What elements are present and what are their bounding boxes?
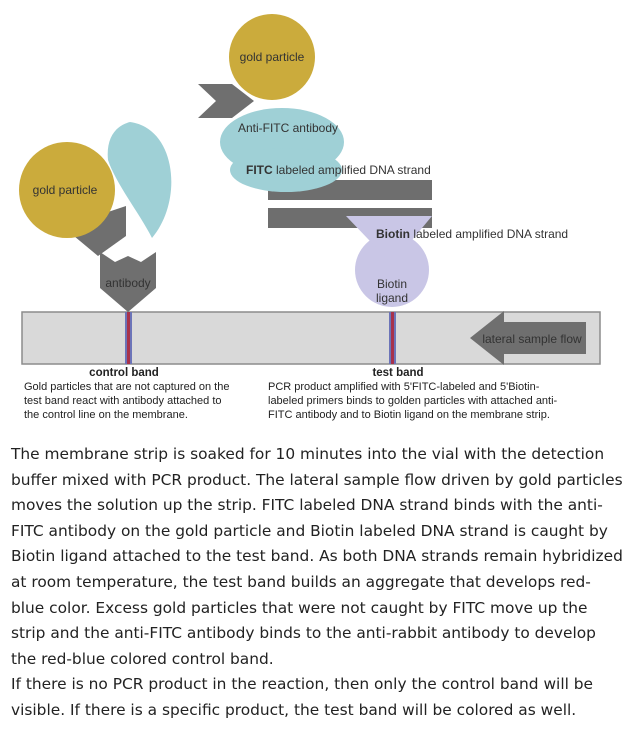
biotin-strand-label-rest: labeled amplified DNA strand xyxy=(410,227,568,241)
antibody-arrow-icon xyxy=(100,252,156,312)
control-band-line xyxy=(125,312,132,364)
biotin-strand-label-bold: Biotin xyxy=(376,227,410,241)
gold-particle-top xyxy=(229,14,315,100)
biotin-ligand-label-line1: Biotin xyxy=(377,277,407,291)
description-paragraph-1: The membrane strip is soaked for 10 minu… xyxy=(11,445,623,668)
test-band-title: test band xyxy=(372,367,423,379)
test-band-desc-line3: FITC antibody and to Biotin ligand on th… xyxy=(268,409,550,421)
control-band-title: control band xyxy=(89,367,159,379)
biotin-ligand-label-line2: ligand xyxy=(376,291,408,305)
test-band-line xyxy=(389,312,396,364)
biotin-strand-label: Biotin labeled amplified DNA strand xyxy=(376,227,568,241)
diagram-svg: lateral sample flow antibody gold partic… xyxy=(19,14,601,421)
fitc-strand-label: FITC labeled amplified DNA strand xyxy=(246,163,431,177)
biotin-label-triangle xyxy=(346,216,432,264)
fitc-strand-label-bold: FITC xyxy=(246,163,273,177)
test-band-desc-line2: labeled primers binds to golden particle… xyxy=(268,395,558,407)
lateral-sample-flow-label: lateral sample flow xyxy=(482,332,582,346)
fitc-label-ellipse xyxy=(230,148,342,192)
control-band-desc-line1: Gold particles that are not captured on … xyxy=(24,381,229,393)
gold-particle-left xyxy=(19,142,115,238)
control-band-desc-line3: the control line on the membrane. xyxy=(24,409,188,421)
antibody-label: antibody xyxy=(105,276,150,290)
gold-particle-top-label: gold particle xyxy=(240,50,305,64)
lateral-flow-arrow xyxy=(470,311,586,365)
gold-particle-left-label: gold particle xyxy=(33,183,98,197)
chevron-top-icon xyxy=(198,84,254,118)
anti-fitc-antibody-crescent-left xyxy=(107,122,172,238)
lateral-flow-diagram: lateral sample flow antibody gold partic… xyxy=(19,14,601,421)
biotin-ligand xyxy=(355,233,429,307)
description-text: The membrane strip is soaked for 10 minu… xyxy=(11,442,623,724)
fitc-strand-label-rest: labeled amplified DNA strand xyxy=(273,163,431,177)
description-paragraph-2: If there is no PCR product in the reacti… xyxy=(11,675,594,719)
test-band-desc-line1: PCR product amplified with 5'FITC-labele… xyxy=(268,381,540,393)
anti-fitc-antibody-label: Anti-FITC antibody xyxy=(238,121,338,135)
control-band-desc-line2: test band react with antibody attached t… xyxy=(24,395,222,407)
